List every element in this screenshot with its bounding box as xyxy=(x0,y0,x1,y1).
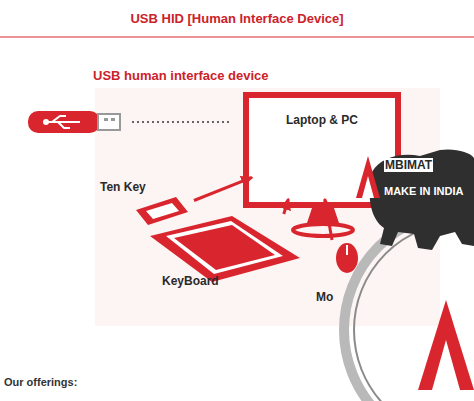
device-box: Mo xyxy=(312,240,362,308)
text-label: MBIMAT xyxy=(384,158,433,172)
text-label: Our offerings: xyxy=(4,376,77,388)
arrow-connector xyxy=(325,199,332,240)
watermark-logo xyxy=(344,149,474,401)
device-box: Ten Key xyxy=(96,178,194,228)
mouse xyxy=(336,243,358,273)
arrow-connector xyxy=(194,177,252,200)
dotted-link xyxy=(132,121,232,123)
node-text: KeyBoard xyxy=(162,274,298,288)
text-label: USB human interface device xyxy=(93,68,269,83)
title-rule xyxy=(0,37,474,38)
diagram-title: USB HID [Human Interface Device] xyxy=(0,11,474,26)
node-text: Laptop & PC xyxy=(258,113,386,127)
screen-box: Laptop & PC xyxy=(252,101,392,199)
text-label: MAKE IN INDIA xyxy=(382,185,465,197)
arrow-connector xyxy=(284,199,289,214)
node-text: Mo xyxy=(316,290,360,304)
usb-stick xyxy=(28,111,120,133)
ten-key-pad xyxy=(136,197,188,225)
keyboard xyxy=(150,216,300,282)
device-box: KeyBoard xyxy=(150,214,302,298)
node-text: Ten Key xyxy=(100,180,190,194)
